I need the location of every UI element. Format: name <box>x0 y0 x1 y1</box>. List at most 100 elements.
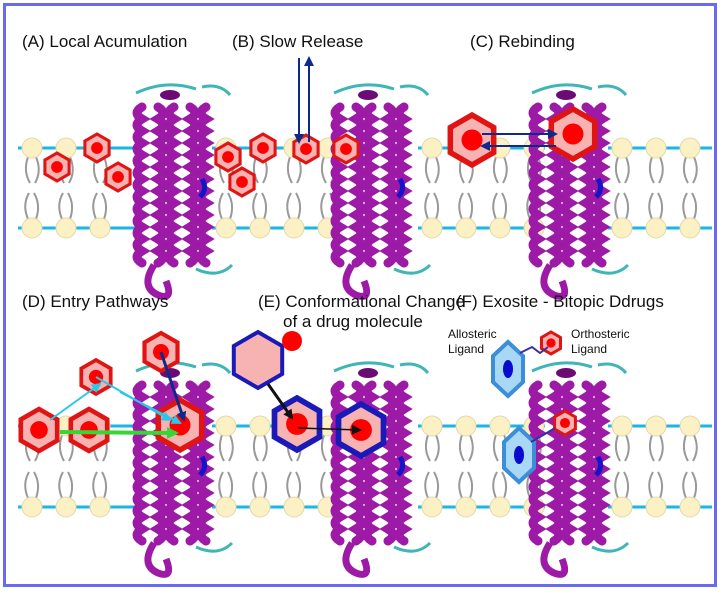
protein-cap <box>160 90 180 100</box>
lipid-tail <box>24 192 40 220</box>
lipid-head <box>489 496 511 518</box>
drug-hexagon-icon <box>271 394 323 454</box>
lipid-head <box>645 137 667 159</box>
orthosteric-ligand-label: Orthosteric Ligand <box>571 327 630 356</box>
lipid-head <box>611 217 633 239</box>
figure-border <box>3 3 717 587</box>
lipid-head <box>215 415 237 437</box>
lipid-head <box>249 415 271 437</box>
drug-hexagon-icon <box>68 406 110 454</box>
lipid-head <box>645 415 667 437</box>
protein-cap <box>556 90 576 100</box>
protein-loop <box>531 361 593 373</box>
protein-helix <box>394 380 413 546</box>
drug-center <box>91 142 103 154</box>
lipid-head <box>21 496 43 518</box>
lipid-tail <box>424 156 440 184</box>
panel-a-label: (A) Local Acumulation <box>22 32 188 51</box>
protein-cap <box>358 90 378 100</box>
lipid-head <box>249 217 271 239</box>
lipid-tail <box>614 471 630 499</box>
drug-open-conformer <box>231 329 285 391</box>
protein-pocket <box>396 455 406 477</box>
protein-helix-bundle-icon <box>132 83 234 300</box>
lipid-head <box>55 217 77 239</box>
lipid-tail <box>682 434 698 462</box>
lipid-tail <box>648 156 664 184</box>
drug-center <box>51 161 63 173</box>
entry-arrow-green <box>59 426 179 439</box>
drug-open-conformer-group <box>282 331 302 351</box>
lipid-head <box>421 415 443 437</box>
conformation-arrow <box>266 383 294 420</box>
allosteric-center <box>514 446 524 464</box>
protein-loop <box>135 83 197 95</box>
lipid-head <box>421 137 443 159</box>
protein-helix <box>528 102 547 268</box>
panel-c-label: (C) Rebinding <box>470 32 575 51</box>
lipid-tail <box>24 471 40 499</box>
protein-loop <box>597 362 628 375</box>
lipid-head <box>645 217 667 239</box>
drug-hexagon-icon <box>332 133 360 165</box>
drug-center <box>340 143 352 155</box>
lipid-head <box>249 496 271 518</box>
drug-hexagon-icon <box>83 132 111 164</box>
drug-center <box>461 129 483 151</box>
lipid-tail <box>458 192 474 220</box>
lipid-head <box>89 217 111 239</box>
protein-helix <box>181 102 200 268</box>
protein-loop <box>393 263 432 275</box>
lipid-head <box>21 217 43 239</box>
protein-helix-tail <box>342 541 371 578</box>
lipid-tail <box>492 471 508 499</box>
protein-helix-bundle-icon <box>330 83 432 300</box>
lipid-tail <box>286 192 302 220</box>
protein-loop <box>399 84 430 97</box>
lipid-tail <box>218 434 234 462</box>
protein-loop <box>195 263 234 275</box>
drug-hexagon-icon <box>228 166 256 198</box>
protein-helix-tail <box>342 263 371 300</box>
lipid-tail <box>218 471 234 499</box>
drug-hexagon-icon <box>104 161 132 193</box>
lipid-head <box>455 415 477 437</box>
drug-hexagon-icon <box>43 151 71 183</box>
protein-helix <box>149 102 168 268</box>
lipid-tail <box>286 156 302 184</box>
drug-center <box>257 142 269 154</box>
drug-hexagon-icon <box>548 105 598 163</box>
conformation-arrow-link <box>297 424 362 435</box>
drug-center <box>112 171 124 183</box>
protein-helix <box>379 380 398 546</box>
drug-center <box>546 338 556 348</box>
drug-center <box>300 143 312 155</box>
lipid-tail <box>682 192 698 220</box>
lipid-tail <box>424 471 440 499</box>
protein-loop <box>399 362 430 375</box>
protein-helix <box>545 380 564 546</box>
arrow-layer <box>49 56 558 439</box>
entry-arrow-cyan <box>119 391 182 424</box>
protein-loop <box>531 83 593 95</box>
lipid-tail <box>492 192 508 220</box>
protein-helix <box>379 102 398 268</box>
protein-helix <box>196 380 215 546</box>
entry-arrow-navy <box>159 351 187 422</box>
protein-helix <box>560 380 579 546</box>
protein-pocket <box>198 455 208 477</box>
lipid-tail <box>492 156 508 184</box>
lipid-head <box>421 496 443 518</box>
drug-center <box>30 421 48 439</box>
lipid-tail <box>252 471 268 499</box>
lipid-tail <box>682 471 698 499</box>
protein-helix-bundle-icon <box>132 361 234 578</box>
protein-loop <box>195 541 234 553</box>
panel-e-label-line2: of a drug molecule <box>283 312 423 331</box>
lipid-head <box>455 496 477 518</box>
lipid-tail <box>252 192 268 220</box>
lipid-head <box>89 496 111 518</box>
drug-hexagon-icon <box>553 409 577 437</box>
panel-b-label: (B) Slow Release <box>232 32 364 51</box>
protein-helix <box>164 102 183 268</box>
